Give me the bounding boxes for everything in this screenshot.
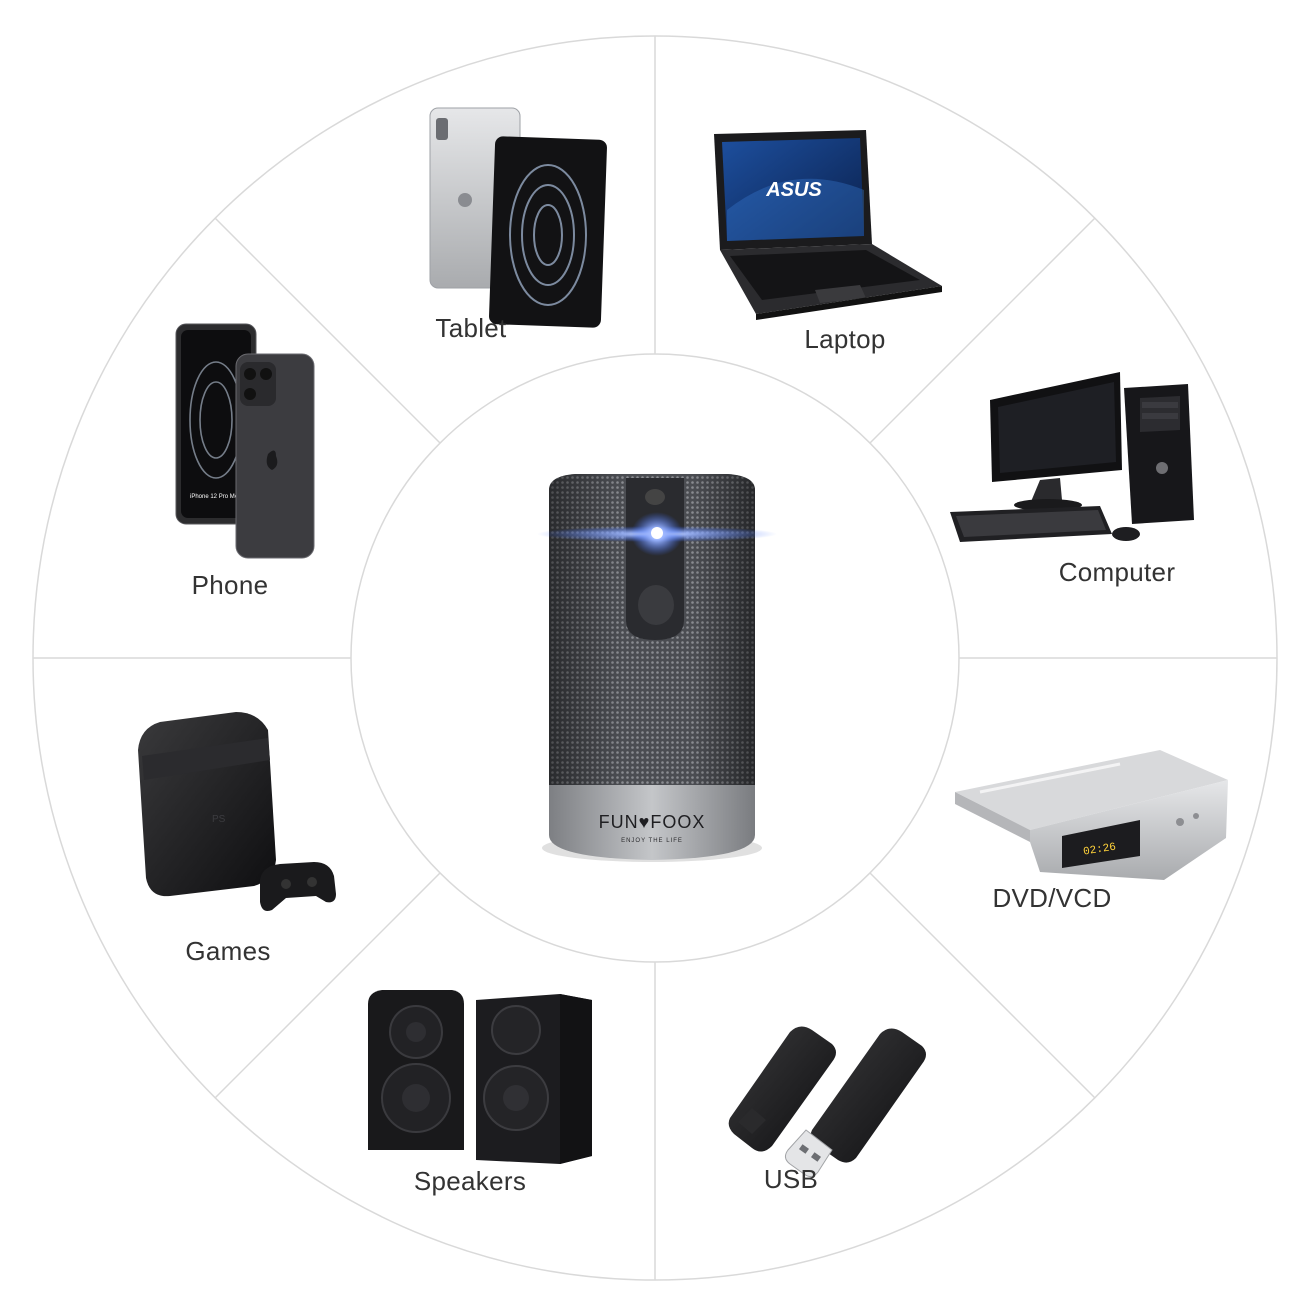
projector-image: FUN♥FOOX ENJOY THE LIFE [537, 474, 777, 862]
segment-label-games: Games [185, 936, 271, 966]
laptop-image: ASUS [714, 130, 942, 320]
divider-top-right [869, 217, 1096, 444]
tablet-image [429, 107, 607, 328]
svg-text:PS: PS [212, 814, 226, 825]
phone-screen-text: iPhone 12 Pro Mockup [190, 494, 251, 500]
divider-top-left [214, 217, 441, 444]
dvd-player-image: 02:26 [955, 750, 1228, 880]
segment-label-tablet: Tablet [435, 313, 507, 343]
segment-label-speakers: Speakers [413, 1166, 527, 1196]
phone-image: iPhone 12 Pro Mockup [175, 323, 315, 559]
divider-bottom-right [869, 872, 1096, 1099]
computer-image [950, 372, 1194, 542]
segment-label-usb: USB [763, 1164, 819, 1194]
dvd-display: 02:26 [1082, 842, 1116, 859]
divider-bottom-left [214, 872, 441, 1099]
game-console-image: PS [138, 712, 336, 911]
segment-label-computer: Computer [1058, 557, 1176, 587]
segment-label-dvd: DVD/VCD [992, 883, 1112, 913]
segment-label-laptop: Laptop [804, 324, 886, 354]
usb-image [728, 1026, 926, 1178]
speakers-image [368, 990, 592, 1164]
brand-logo: FUN♥FOOX [599, 812, 706, 832]
segment-label-phone: Phone [191, 570, 269, 600]
laptop-logo: ASUS [765, 179, 822, 201]
brand-slogan: ENJOY THE LIFE [621, 838, 683, 844]
